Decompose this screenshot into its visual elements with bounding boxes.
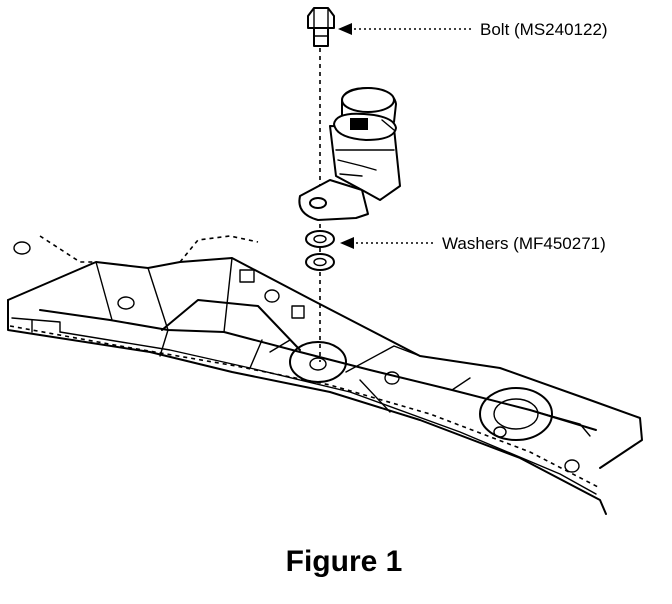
washers-label: Washers (MF450271) <box>442 234 606 253</box>
frame-crossmember <box>7 235 643 515</box>
washers-part <box>305 230 335 271</box>
washers-callout-leader <box>340 237 436 249</box>
bolt-label: Bolt (MS240122) <box>480 20 608 39</box>
figure-caption: Figure 1 <box>286 545 403 578</box>
bolt-callout-leader <box>338 23 472 35</box>
bolt-part <box>307 7 335 47</box>
mount-bracket <box>298 87 401 221</box>
